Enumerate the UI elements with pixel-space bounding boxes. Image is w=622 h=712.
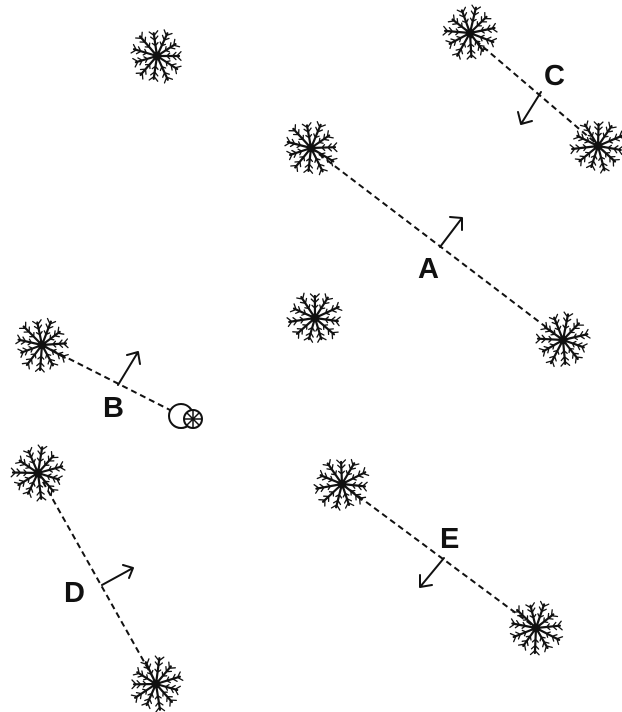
label-e: E: [440, 523, 459, 555]
arrow-b-icon: [117, 351, 141, 386]
arrow-e-icon: [419, 557, 445, 588]
trees: [10, 4, 622, 712]
label-a: A: [418, 253, 439, 285]
wheel-icon: [168, 403, 203, 429]
tree-icon: [15, 317, 69, 373]
tree-icon: [10, 444, 66, 502]
tree-icon: [284, 121, 338, 176]
line-e: [341, 483, 537, 629]
arrow-d-icon: [101, 564, 134, 586]
tree-icon: [313, 458, 370, 511]
tree-icon: [286, 292, 343, 343]
arrow-a-icon: [439, 216, 463, 248]
tree-icon: [535, 311, 591, 368]
arrow-c-icon: [517, 91, 542, 125]
tree-icon: [509, 600, 564, 656]
line-c: [467, 33, 599, 146]
label-c: C: [544, 60, 565, 92]
label-b: B: [103, 392, 124, 424]
tree-icon: [442, 4, 498, 60]
tree-icon: [130, 29, 182, 84]
line-d: [37, 472, 157, 684]
label-d: D: [64, 577, 85, 609]
line-a: [310, 147, 564, 341]
tree-icon: [130, 655, 184, 712]
tree-icon: [569, 120, 622, 174]
